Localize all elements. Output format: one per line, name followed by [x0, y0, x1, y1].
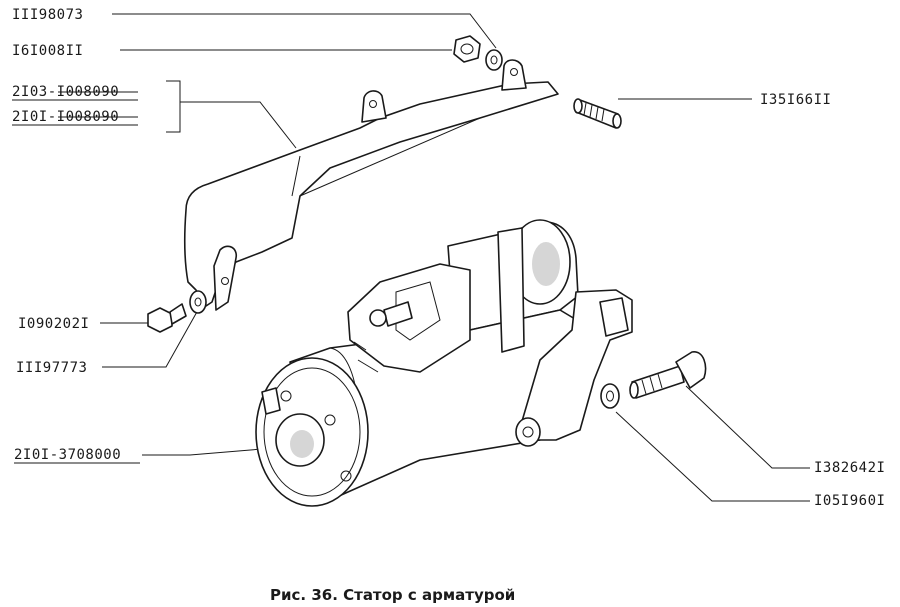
label-III97773: III97773	[16, 360, 87, 376]
washer-part-right	[600, 383, 620, 409]
bracket-2I0I-I008090	[166, 80, 181, 133]
stator-assembly-part	[255, 219, 633, 507]
figure-caption: Рис. 36. Статор с арматурой	[270, 586, 515, 604]
leader-I382642I	[685, 385, 810, 469]
long-bolt-part	[629, 351, 707, 399]
leader-III97773	[102, 309, 199, 368]
part-labels: III98073 I6I008II 2I03-I008090 2I0I-I008…	[12, 7, 885, 509]
label-I35I66II: I35I66II	[760, 92, 831, 108]
bracket-part	[183, 59, 559, 311]
label-I382642I: I382642I	[814, 460, 885, 476]
leader-I008090	[180, 101, 297, 149]
leader-lines	[100, 13, 810, 502]
nut-part	[453, 35, 481, 63]
leader-2I0I-3708000	[142, 447, 275, 456]
washer-part-left	[189, 290, 207, 314]
stud-part	[573, 98, 622, 129]
label-2I0I-3708000: 2I0I-3708000	[14, 447, 121, 463]
small-bolt-part	[147, 303, 187, 333]
label-I6I008II: I6I008II	[12, 43, 83, 59]
label-I090202I: I090202I	[18, 316, 89, 332]
label-I05I960I: I05I960I	[814, 493, 885, 509]
leader-I05I960I	[615, 411, 810, 502]
washer-part-top	[485, 49, 503, 71]
leader-III98073	[112, 13, 497, 49]
label-III98073: III98073	[12, 7, 83, 23]
